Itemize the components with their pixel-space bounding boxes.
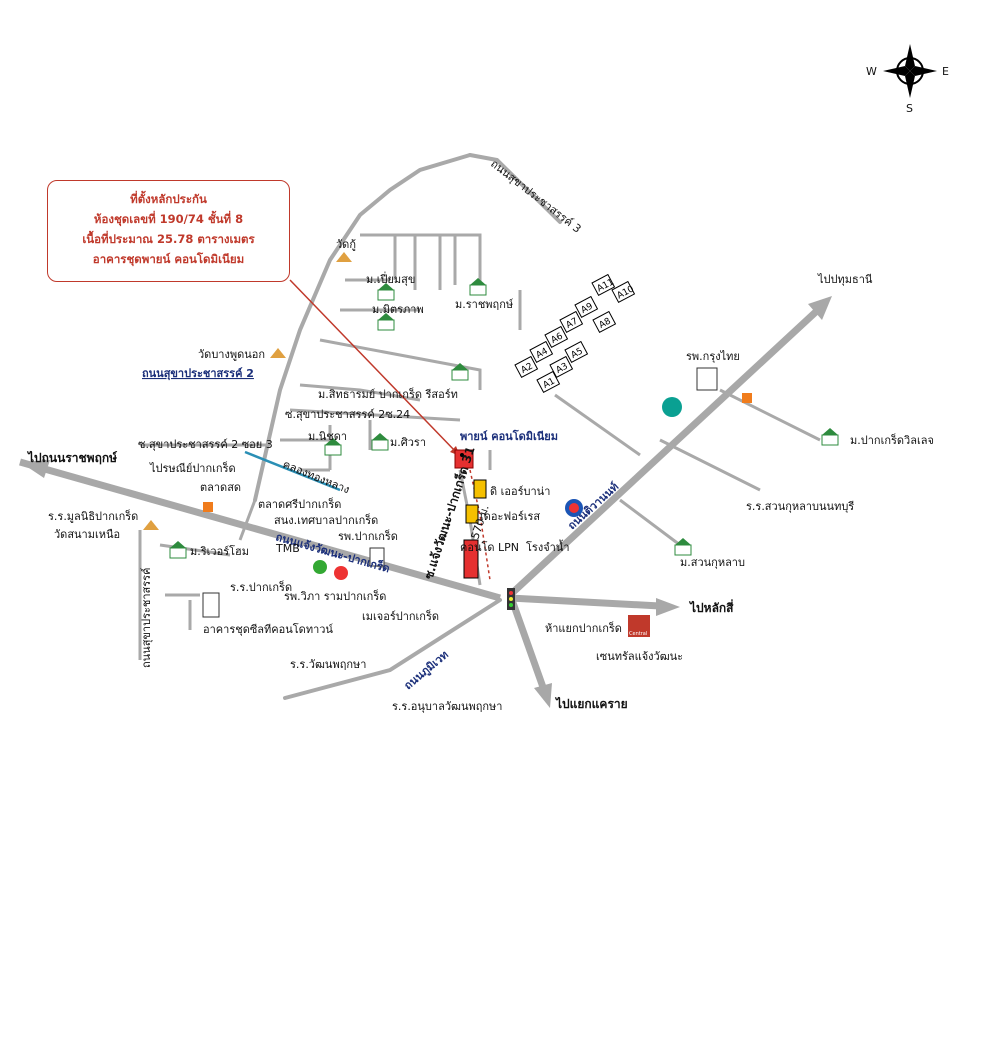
khae-rai-road [508,598,548,692]
label-khlong: คลองทองหลาง [281,458,352,497]
tiwanon-road [507,305,823,598]
compass-s: S [906,102,913,115]
condo-marker [454,449,474,469]
label-lpn: คอนโด LPN [460,540,519,554]
seven-eleven-icon [203,502,213,512]
label-wat-ku: วัดกู้ [336,238,356,251]
seven-eleven-icon [742,393,752,403]
ptt-icon [565,499,583,517]
label-conv-town: อาคารชุดซีลทีคอนโดทาวน์ [203,622,333,636]
temple-icon [143,520,159,530]
house-icon [821,428,839,446]
label-anuban: ร.ร.อนุบาลวัฒนพฤกษา [392,700,502,713]
label-m-nichada: ม.นิชดา [308,430,347,443]
building-icon [463,539,479,579]
label-ts-watthanaphruksa: ร.ร.วัฒนพฤกษา [290,658,366,671]
landmark-icons: Central [143,252,839,637]
house-icon [377,283,395,301]
label-mulnithi: ร.ร.มูลนิธิปากเกร็ด [48,509,138,523]
building-icon [465,504,479,524]
svg-text:A7: A7 [565,317,580,331]
label-mayor: เมเจอร์ปากเกร็ด [362,609,439,623]
traffic-light-icon [507,588,515,610]
property-callout: ที่ตั้งหลักประกัน ห้องชุดเลขที่ 190/74 ช… [47,180,290,282]
label-post-office: ไปรษณีย์ปากเกร็ด [149,461,236,475]
kasikorn-icon [313,560,327,574]
house-icon [469,278,487,296]
label-sukhaprachasan3: ถนนสุขาประชาสรรค์ 3 [488,157,583,236]
building-icon [473,479,487,499]
building-icon [696,367,718,391]
house-icon [451,363,469,381]
svg-text:A2: A2 [520,362,535,376]
main-roads [19,296,832,708]
svg-text:A5: A5 [570,347,585,361]
label-wat-bangphut: วัดบางพูดนอก [198,348,265,361]
label-central: เซนทรัลแจ้งวัฒนะ [596,650,683,663]
label-to-khae-rai: ไปแยกแคราย [554,696,628,711]
label-air-bana: ดิ เออร์บาน่า [490,485,550,498]
label-m-sitharom: ม.สิทธารมย์ ปากเกร็ด รีสอร์ท [318,387,458,401]
label-phumiwet: ถนนภูมิเวท [402,648,452,693]
label-m-siwara: ม.ศิวรา [390,436,426,449]
label-vira: รพ.วิภา รามปากเกร็ด [284,589,386,603]
label-m-ratchaphruk: ม.ราชพฤกษ์ [455,298,513,311]
canal [244,450,341,492]
label-to-ratchaphruk: ไปถนนราชพฤกษ์ [26,450,117,465]
house-icon [674,538,692,556]
label-ts-kulab: ร.ร.สวนกุหลาบนนทบุรี [746,500,854,513]
phumiwet-road [283,598,502,700]
temple-icon [270,348,286,358]
callout-line3: เนื้อที่ประมาณ 25.78 ตารางเมตร [82,232,255,246]
central-logo-icon: Central [628,615,650,637]
callout-line2: ห้องชุดเลขที่ 190/74 ชั้นที่ 8 [93,212,244,226]
label-pyne: พายน์ คอนโดมิเนียม [460,429,558,443]
callout-line1: ที่ตั้งหลักประกัน [130,192,207,206]
svg-text:A3: A3 [555,362,570,376]
label-municipal: สนง.เทศบาลปากเกร็ด [274,513,378,527]
label-wat-sanam: วัดสนามเหนือ [54,528,120,541]
label-hospital: รพ.ปากเกร็ด [338,529,398,543]
building-icon [202,592,220,618]
label-sukhaprachasan-road: ถนนสุขาประชาสรรค์ [140,568,153,668]
label-market-sri: ตลาดศรีปากเกร็ด [258,497,341,511]
compass-w: W [866,65,877,78]
svg-text:A1: A1 [542,377,557,391]
chaengwattana-road [19,458,501,602]
callout-pointer [289,279,457,453]
label-m-mitraphap: ม.มิตรภาพ [372,303,424,316]
laksi-road [509,594,661,610]
temple-icon [336,252,352,262]
label-to-laksi: ไปหลักสี่ [688,599,734,615]
house-icon [324,438,342,456]
label-m-riverhome: ม.ริเวอร์โฮม [190,544,249,558]
label-to-pathum: ไปปทุมธานี [817,273,873,286]
label-soi-3: ซ.สุขาประชาสรรค์ 2 ซอย 3 [138,438,273,451]
label-forest: เดอะฟอร์เรส [480,510,540,523]
label-tmb: TMB [275,542,300,555]
label-ts-pakkret: ร.ร.ปากเกร็ด [230,580,292,594]
house-icon [169,541,187,559]
minor-roads [138,153,821,660]
svg-text:Central: Central [629,631,647,637]
label-soi-24: ซ.สุขาประชาสรรค์ 2ซ.24 [285,408,410,421]
label-junction: ห้าแยกปากเกร็ด [545,621,622,635]
building-icon [369,547,385,567]
callout-line4: อาคารชุดพายน์ คอนโดมิเนียม [92,252,245,266]
condo-blocks: A11 A10 A9 A8 A7 A6 A5 A4 A3 A2 A1 [514,273,636,394]
label-water: โรงจำน้ำ [526,539,570,554]
label-market: ตลาดสด [200,481,241,494]
label-krungthai: รพ.กรุงไทย [686,350,740,363]
compass-icon: W E S [866,44,949,115]
compass-e: E [942,65,949,78]
house-icon [377,313,395,331]
label-sukhaprachasan2: ถนนสุขาประชาสรรค์ 2 [142,367,254,381]
krungthai-bank-icon [334,566,348,580]
label-m-suankulab: ม.สวนกุหลาบ [680,556,745,569]
label-m-pakkret-village: ม.ปากเกร็ดวิลเลจ [850,433,934,447]
house-icon [371,433,389,451]
label-m-piamsuk: ม.เปี่ยมสุข [366,271,415,286]
petronas-icon [662,397,682,417]
